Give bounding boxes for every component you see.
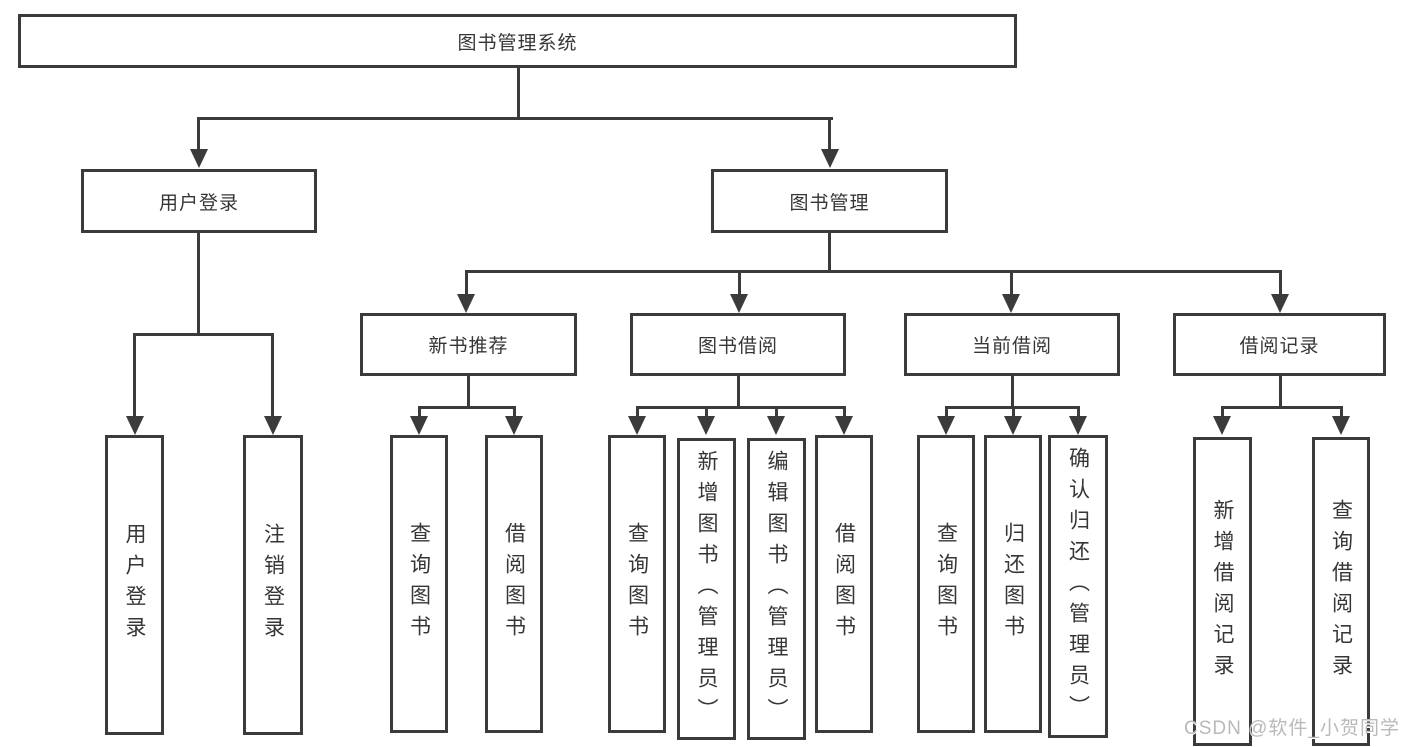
node-current-borrowing: 当前借阅 [904,313,1120,376]
connector-arrow-stem [1221,406,1224,418]
connector-user-login-bus [133,333,274,336]
connector-new-book-stem [467,376,470,408]
arrow-down-icon [1271,294,1289,313]
arrow-down-icon [410,416,428,435]
leaf-label: 确认归还（管理员） [1066,447,1090,726]
connector-arrow-stem [1012,406,1015,418]
leaf-add-book-admin: 新增图书（管理员） [677,438,736,740]
arrow-down-icon [1002,294,1020,313]
arrow-down-icon [264,416,282,435]
connector-root-stem [517,68,520,118]
csdn-watermark: CSDN @软件_小贺同学 [1184,718,1400,739]
arrow-down-icon [767,416,785,435]
leaf-label: 新增借阅记录 [1211,498,1234,685]
arrow-down-icon [628,416,646,435]
leaf-query-books: 查询图书 [917,435,975,733]
connector-arrow-stem [465,270,468,296]
node-label: 图书借阅 [697,336,778,357]
node-label: 用户登录 [158,192,239,214]
arrow-down-icon [190,149,208,168]
leaf-query-books: 查询图书 [390,435,448,733]
connector-level2-bus [197,117,833,120]
leaf-label: 编辑图书（管理员） [765,449,788,729]
connector-arrow-stem [513,406,516,418]
node-label: 当前借阅 [971,336,1052,357]
connector-book-borrow-stem [737,376,740,408]
connector-book-borrow-bus [636,406,845,409]
node-label: 图书管理 [789,192,870,214]
connector-arrow-stem [636,406,639,418]
leaf-logout: 注销登录 [243,435,303,735]
leaf-label: 注销登录 [261,523,285,647]
leaf-label: 归还图书 [1001,522,1025,646]
leaf-borrow-books: 借阅图书 [815,435,873,733]
node-new-book-recommendation: 新书推荐 [360,313,577,376]
connector-borrow-records-stem [1279,376,1282,408]
arrow-down-icon [126,416,144,435]
connector-arrow-stem [705,406,708,418]
node-book-borrowing: 图书借阅 [630,313,846,376]
connector-arrow-stem [843,406,846,418]
leaf-label: 查询图书 [407,522,431,646]
connector-borrow-records-bus [1221,406,1342,409]
node-library-management-system: 图书管理系统 [18,14,1017,68]
connector-arrow-stem [738,270,741,296]
arrow-down-icon [821,149,839,168]
connector-arrow-stem [1279,270,1282,296]
connector-new-book-bus [418,406,515,409]
arrow-down-icon [1213,416,1231,435]
node-borrowing-records: 借阅记录 [1173,313,1386,376]
node-book-management: 图书管理 [711,169,948,233]
leaf-query-borrow-record: 查询借阅记录 [1312,437,1370,746]
connector-arrow-stem [828,117,831,152]
leaf-user-login: 用户登录 [105,435,164,735]
arrow-down-icon [835,416,853,435]
arrow-down-icon [697,416,715,435]
leaf-label: 借阅图书 [832,522,856,646]
arrow-down-icon [730,294,748,313]
connector-current-borrow-stem [1011,376,1014,408]
leaf-confirm-return-admin: 确认归还（管理员） [1048,435,1108,738]
arrow-down-icon [937,416,955,435]
connector-arrow-stem [775,406,778,418]
leaf-label: 查询图书 [625,522,649,646]
leaf-query-books: 查询图书 [608,435,666,733]
arrow-down-icon [457,294,475,313]
connector-arrow-stem [271,333,274,418]
leaf-label: 新增图书（管理员） [695,449,718,729]
arrow-down-icon [1069,416,1087,435]
leaf-borrow-books: 借阅图书 [485,435,543,733]
node-label: 图书管理系统 [457,32,578,54]
node-user-login: 用户登录 [81,169,317,233]
leaf-edit-book-admin: 编辑图书（管理员） [747,438,806,740]
connector-level3-bus [465,270,1281,273]
leaf-label: 查询借阅记录 [1329,498,1353,685]
connector-arrow-stem [945,406,948,418]
leaf-label: 用户登录 [123,523,146,647]
leaf-return-book: 归还图书 [984,435,1042,733]
connector-arrow-stem [1340,406,1343,418]
connector-arrow-stem [1010,270,1013,296]
leaf-add-borrow-record: 新增借阅记录 [1193,437,1252,746]
node-label: 新书推荐 [428,336,509,357]
connector-arrow-stem [1077,406,1080,418]
connector-user-login-stem [197,233,200,335]
arrow-down-icon [1004,416,1022,435]
leaf-label: 借阅图书 [502,522,526,646]
leaf-label: 查询图书 [934,522,958,646]
connector-book-mgmt-stem [828,233,831,273]
connector-arrow-stem [133,333,136,418]
arrow-down-icon [505,416,523,435]
connector-arrow-stem [418,406,421,418]
arrow-down-icon [1332,416,1350,435]
node-label: 借阅记录 [1239,336,1320,357]
connector-arrow-stem [197,117,200,152]
